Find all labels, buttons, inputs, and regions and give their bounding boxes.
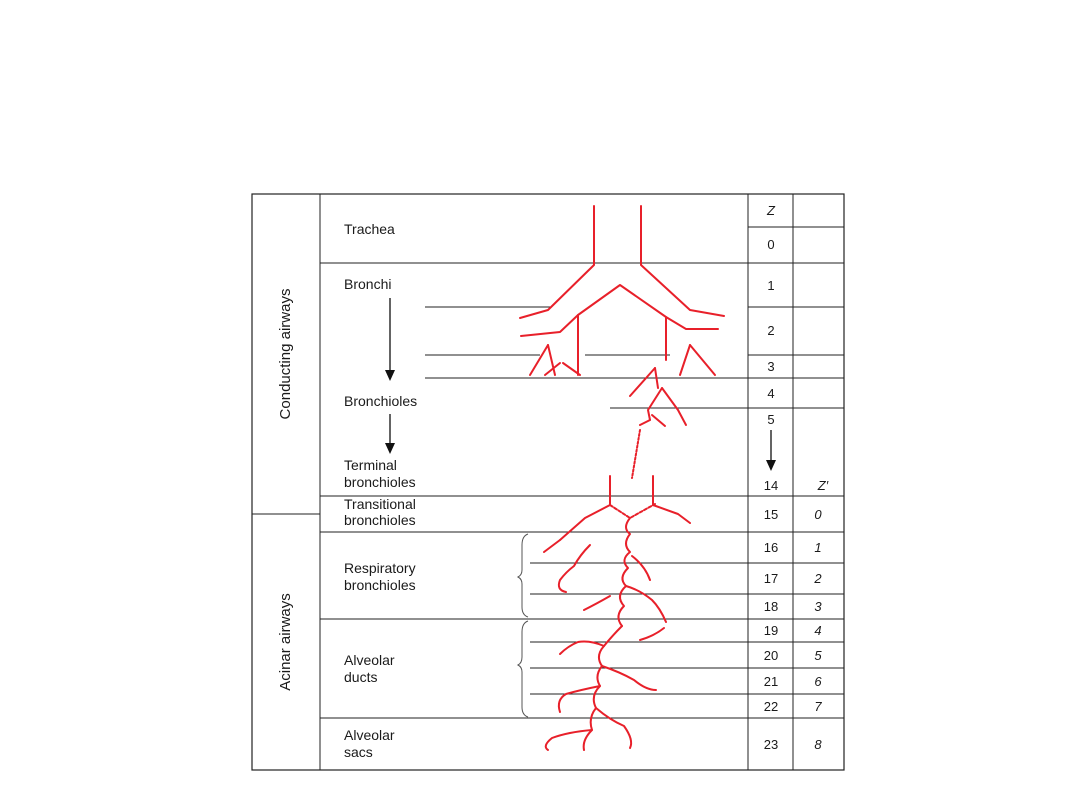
z-value: 5 — [767, 412, 774, 427]
progression-arrows — [385, 298, 776, 471]
zprime-value: 7 — [814, 699, 822, 714]
z-value: 4 — [767, 386, 774, 401]
zprime-value: 1 — [814, 540, 821, 555]
z-value: 21 — [764, 674, 778, 689]
region-label-alveolar-ducts: Alveolar ducts — [344, 652, 398, 685]
z-value: 2 — [767, 323, 774, 338]
arrow-down-icon — [385, 298, 395, 381]
z-value: 20 — [764, 648, 778, 663]
region-label-alveolar-sacs: Alveolar sacs — [344, 727, 398, 760]
arrow-down-icon — [766, 430, 776, 471]
zprime-value: 4 — [814, 623, 821, 638]
zprime-value: 8 — [814, 737, 822, 752]
zprime-value: 0 — [814, 507, 822, 522]
z-value: 3 — [767, 359, 774, 374]
z-column-header: Z — [766, 203, 776, 218]
z-generation-column: 0 1 2 3 4 5 14 15 16 17 18 19 20 21 22 2… — [764, 237, 778, 752]
z-value: 0 — [767, 237, 774, 252]
group-label-conducting: Conducting airways — [277, 289, 294, 420]
z-value: 15 — [764, 507, 778, 522]
region-label-trachea: Trachea — [344, 221, 395, 237]
region-label-respiratory-bronchioles: Respiratory bronchioles — [344, 560, 419, 593]
z-value: 23 — [764, 737, 778, 752]
zprime-column-header: Z′ — [817, 478, 829, 493]
table-grid — [251, 193, 845, 771]
z-value: 1 — [767, 278, 774, 293]
zprime-value: 5 — [814, 648, 822, 663]
arrow-down-icon — [385, 414, 395, 454]
z-value: 18 — [764, 599, 778, 614]
airway-tree-illustration — [519, 205, 725, 751]
region-label-terminal-bronchioles: Terminal bronchioles — [344, 457, 416, 490]
z-value: 14 — [764, 478, 778, 493]
z-value: 16 — [764, 540, 778, 555]
z-value: 17 — [764, 571, 778, 586]
zprime-value: 2 — [813, 571, 822, 586]
zprime-generation-column: 0 1 2 3 4 5 6 7 8 — [813, 507, 822, 752]
z-value: 19 — [764, 623, 778, 638]
zprime-value: 6 — [814, 674, 822, 689]
region-label-transitional-bronchioles: Transitional bronchioles — [344, 496, 420, 528]
zprime-value: 3 — [814, 599, 822, 614]
z-value: 22 — [764, 699, 778, 714]
region-label-bronchi: Bronchi — [344, 276, 391, 292]
group-label-acinar: Acinar airways — [277, 593, 294, 691]
region-label-bronchioles: Bronchioles — [344, 393, 417, 409]
